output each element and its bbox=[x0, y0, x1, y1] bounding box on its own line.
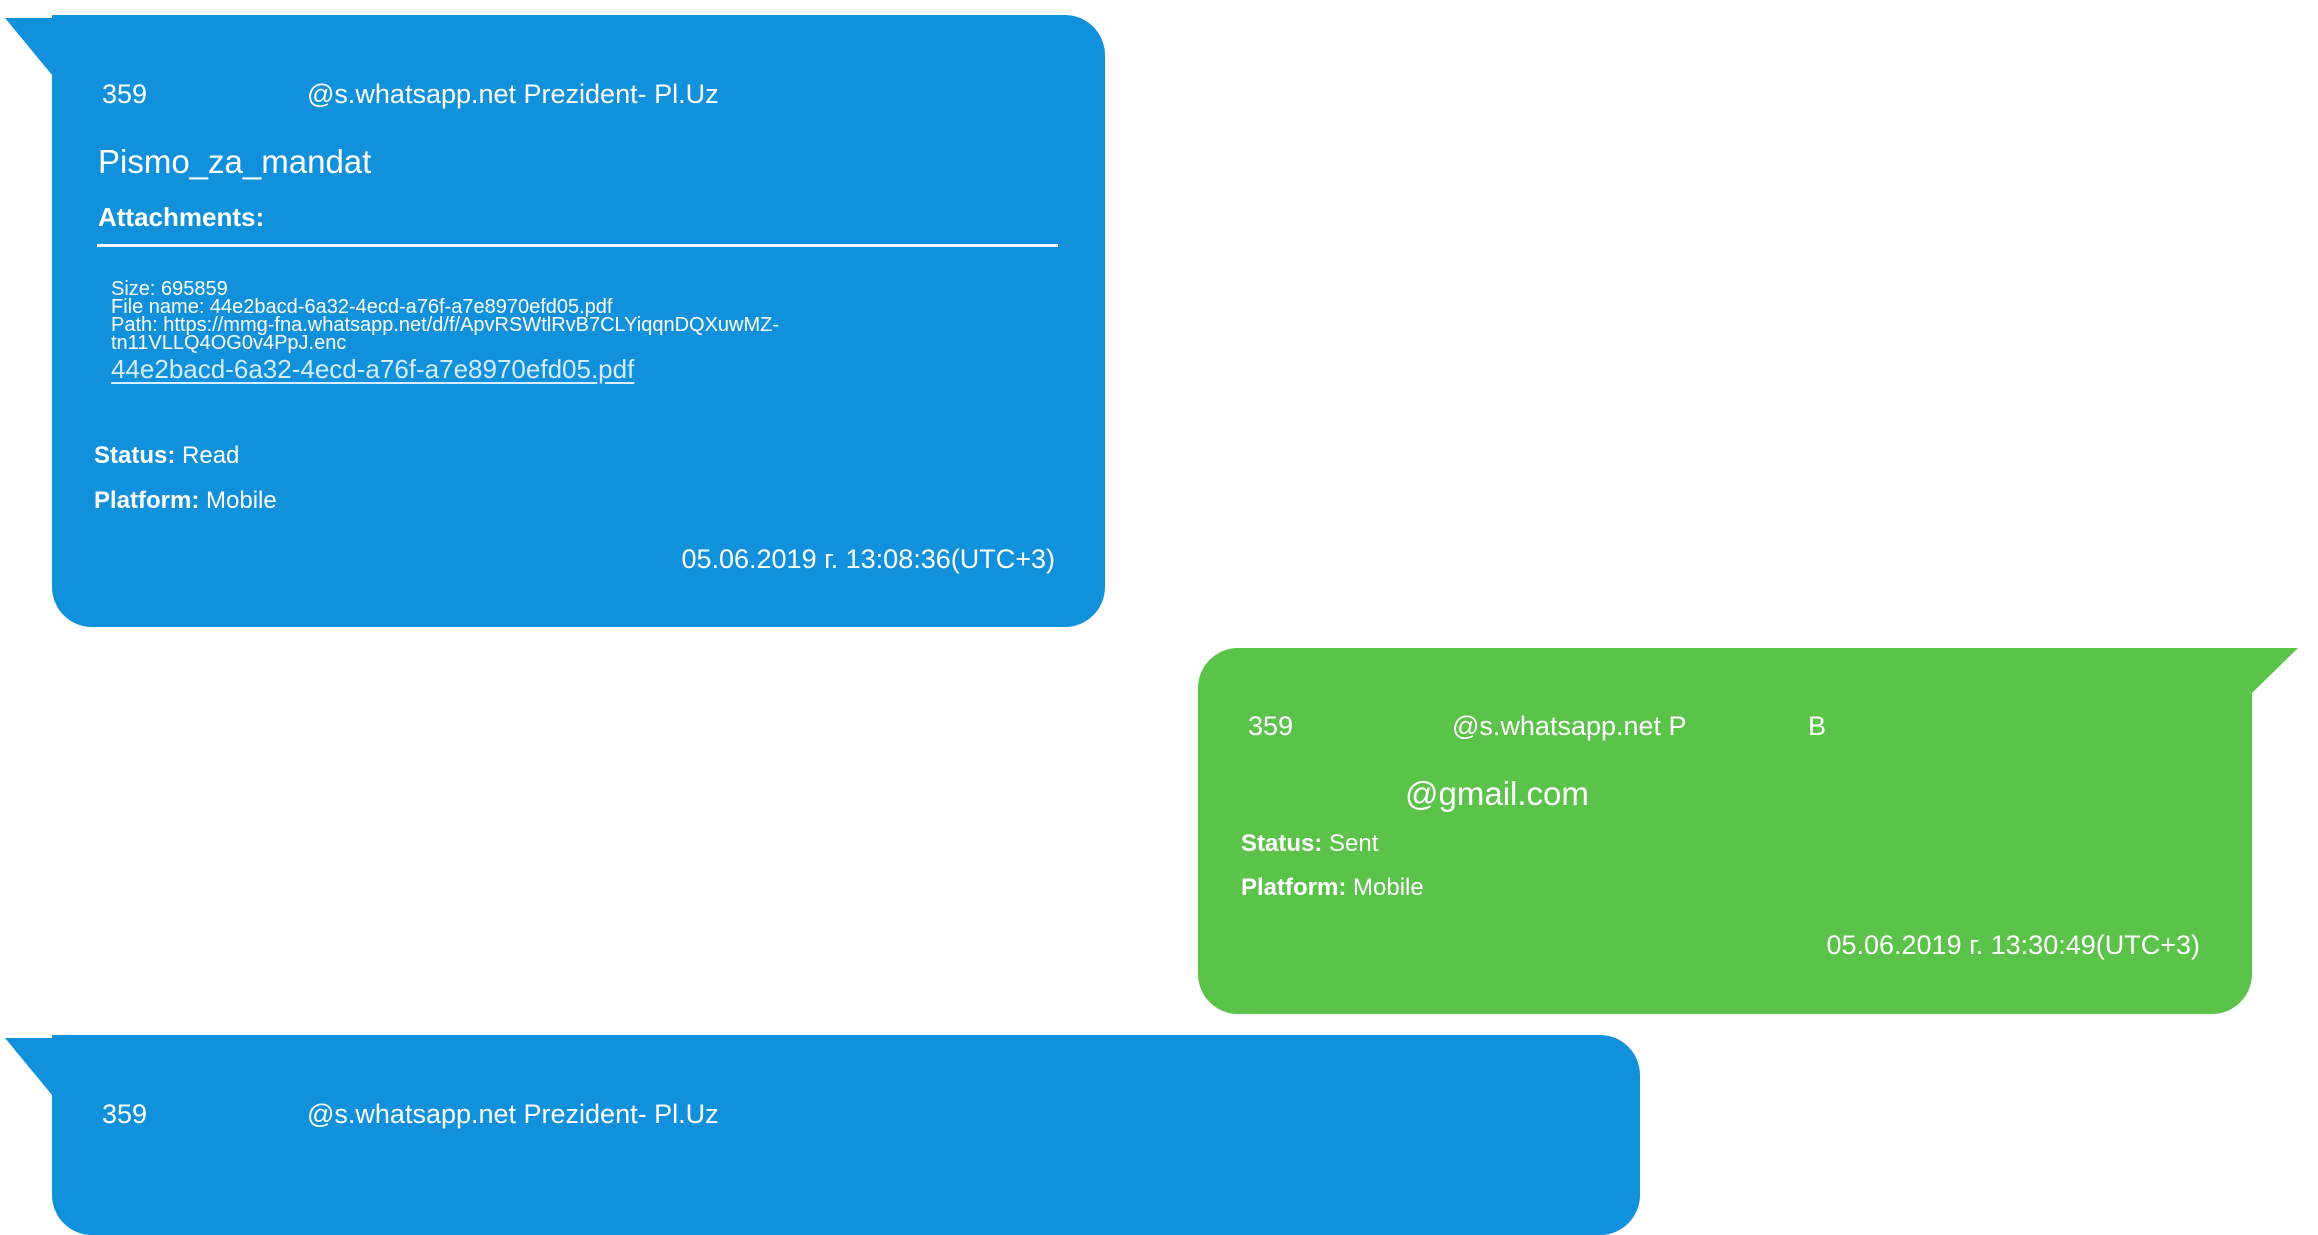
status-row: Status: Read bbox=[94, 444, 239, 468]
status-label: Status: bbox=[1241, 830, 1323, 857]
attachment-details: Size: 695859 File name: 44e2bacd-6a32-4e… bbox=[111, 278, 780, 385]
attachment-size: Size: 695859 bbox=[111, 278, 228, 300]
status-row: Status: Sent bbox=[1241, 832, 1378, 856]
attachment-link[interactable]: 44e2bacd-6a32-4ecd-a76f-a7e8970efd05.pdf bbox=[111, 354, 635, 384]
bubble-tail bbox=[5, 1038, 60, 1095]
sender-number: 359 bbox=[102, 79, 148, 109]
attachments-divider bbox=[97, 244, 1058, 247]
attachments-heading: Attachments: bbox=[98, 202, 265, 232]
sender-id: @s.whatsapp.net Prezident- Pl.Uz bbox=[307, 79, 719, 109]
sender-name: B bbox=[1808, 711, 1827, 741]
message-body: @gmail.com bbox=[1405, 775, 1589, 812]
message-timestamp: 05.06.2019 г. 13:08:36(UTC+3) bbox=[681, 544, 1055, 574]
platform-row: Platform: Mobile bbox=[94, 489, 277, 513]
platform-value: Mobile bbox=[1353, 874, 1424, 901]
sender-id: @s.whatsapp.net P bbox=[1452, 711, 1687, 741]
status-label: Status: bbox=[94, 442, 176, 469]
status-value: Read bbox=[182, 442, 240, 469]
platform-label: Platform: bbox=[94, 487, 200, 514]
status-value: Sent bbox=[1329, 830, 1379, 857]
sender-id: @s.whatsapp.net Prezident- Pl.Uz bbox=[307, 1099, 719, 1129]
sender-number: 359 bbox=[102, 1099, 148, 1129]
message-timestamp: 05.06.2019 г. 13:30:49(UTC+3) bbox=[1826, 930, 2200, 960]
bubble-tail bbox=[2240, 648, 2298, 696]
attachment-path: Path: https://mmg-fna.whatsapp.net/d/f/A… bbox=[111, 314, 780, 336]
bubble-tail bbox=[5, 18, 60, 75]
platform-label: Platform: bbox=[1241, 874, 1347, 901]
attachment-path-cont: tn11VLLQ4OG0v4PpJ.enc bbox=[111, 332, 347, 354]
sender-number: 359 bbox=[1248, 711, 1294, 741]
platform-value: Mobile bbox=[206, 487, 277, 514]
attachment-file-name: File name: 44e2bacd-6a32-4ecd-a76f-a7e89… bbox=[111, 296, 613, 318]
platform-row: Platform: Mobile bbox=[1241, 876, 1424, 900]
message-body: Pismo_za_mandat bbox=[98, 143, 372, 180]
